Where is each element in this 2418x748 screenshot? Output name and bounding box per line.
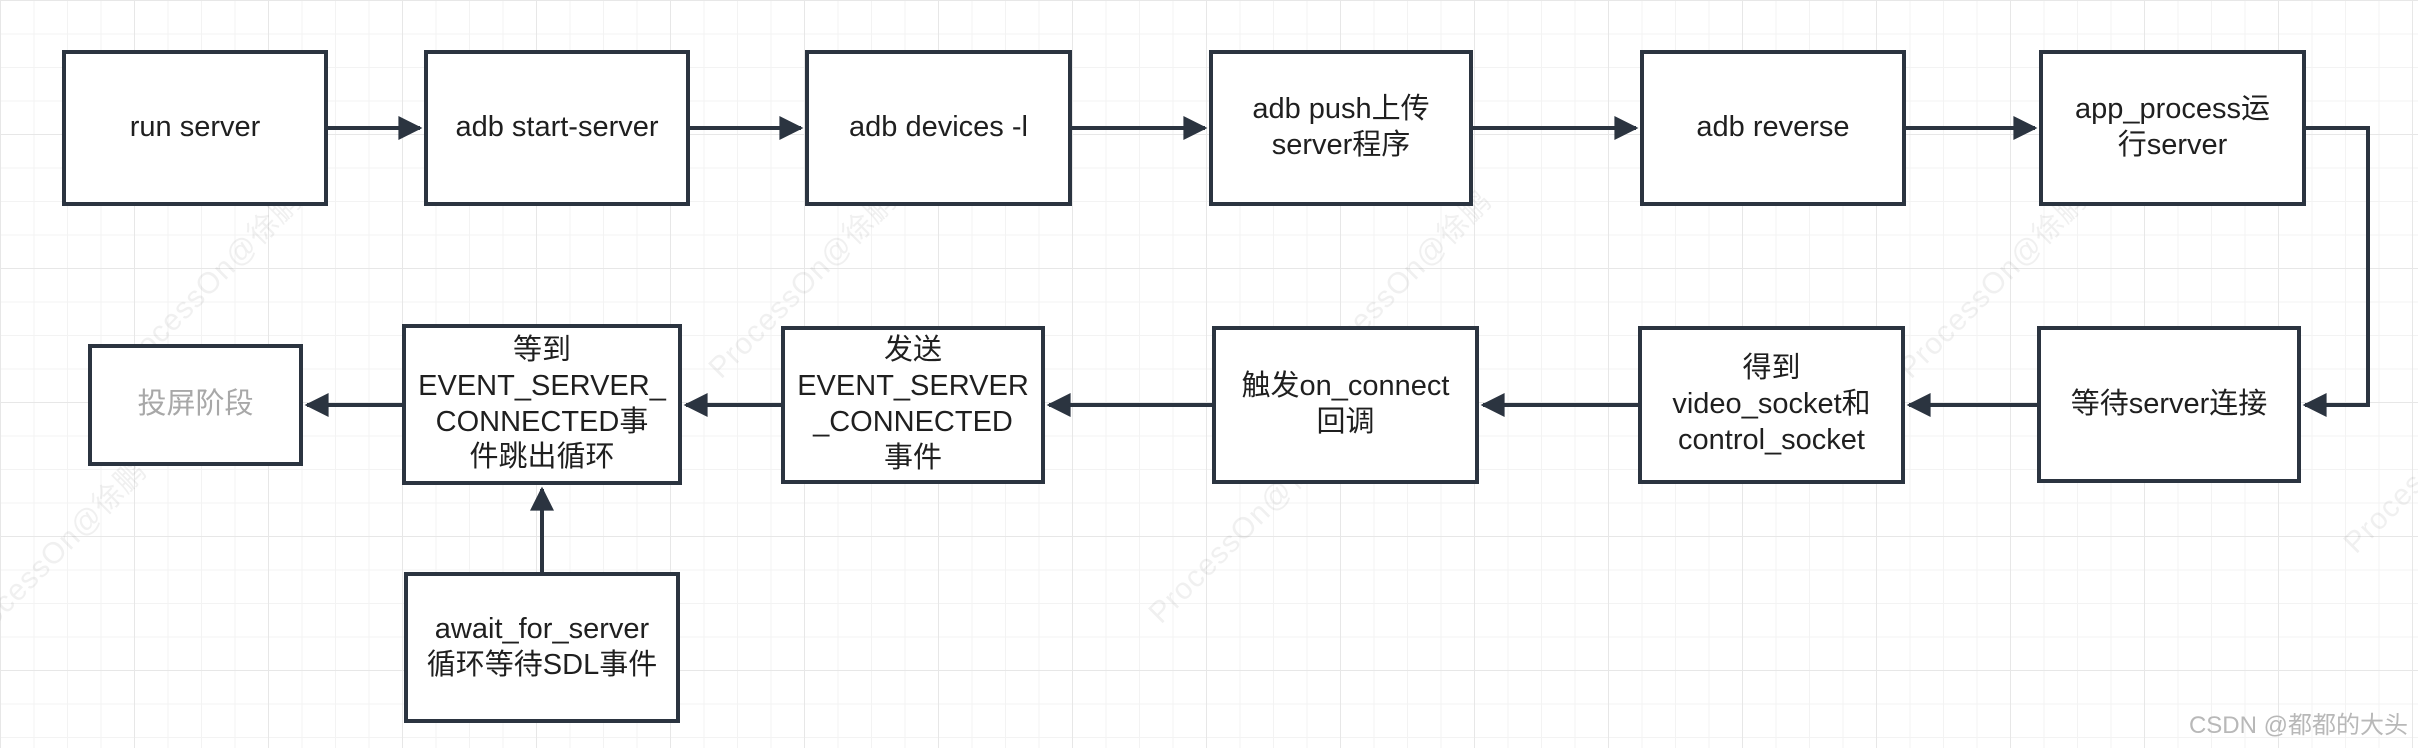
node-trigger-on-connect: 触发on_connect 回调 (1212, 326, 1479, 484)
node-label: 等待server连接 (2070, 387, 2268, 420)
node-label: adb push上传 server程序 (1252, 93, 1430, 161)
node-get-sockets: 得到 video_socket和 control_socket (1638, 326, 1905, 484)
node-screencast-stage: 投屏阶段 (88, 344, 303, 466)
node-adb-push: adb push上传 server程序 (1209, 50, 1473, 206)
node-label: 等到 EVENT_SERVER_ CONNECTED事 件跳出循环 (418, 333, 666, 474)
elbow-app-process-to-wait-server-connect (2302, 126, 2370, 417)
node-adb-devices: adb devices -l (805, 50, 1072, 206)
node-label: 得到 video_socket和 control_socket (1672, 352, 1871, 456)
node-run-server: run server (62, 50, 328, 206)
node-label: 投屏阶段 (137, 388, 254, 421)
node-adb-start-server: adb start-server (424, 50, 690, 206)
node-label: 发送 EVENT_SERVER _CONNECTED 事件 (797, 334, 1029, 474)
node-label: adb reverse (1696, 111, 1850, 144)
node-app-process-run-server: app_process运 行server (2039, 50, 2306, 206)
node-label: run server (129, 111, 261, 144)
node-label: 触发on_connect 回调 (1241, 370, 1450, 438)
csdn-watermark: CSDN @都都的大头 (2188, 712, 2408, 739)
node-label: adb devices -l (849, 111, 1028, 144)
processon-watermark: ProcessOn@徐鹏 (0, 454, 154, 655)
node-adb-reverse: adb reverse (1640, 50, 1906, 206)
node-await-for-server: await_for_server 循环等待SDL事件 (404, 572, 680, 723)
node-wait-server-connect: 等待server连接 (2037, 326, 2301, 483)
node-send-event: 发送 EVENT_SERVER _CONNECTED 事件 (781, 326, 1045, 484)
node-label: await_for_server 循环等待SDL事件 (426, 612, 658, 681)
node-wait-event-exit-loop: 等到 EVENT_SERVER_ CONNECTED事 件跳出循环 (402, 324, 682, 485)
node-label: app_process运 行server (2074, 93, 2271, 161)
node-label: adb start-server (455, 111, 659, 144)
processon-watermark: ProcessOn@徐鹏 (2337, 359, 2418, 560)
